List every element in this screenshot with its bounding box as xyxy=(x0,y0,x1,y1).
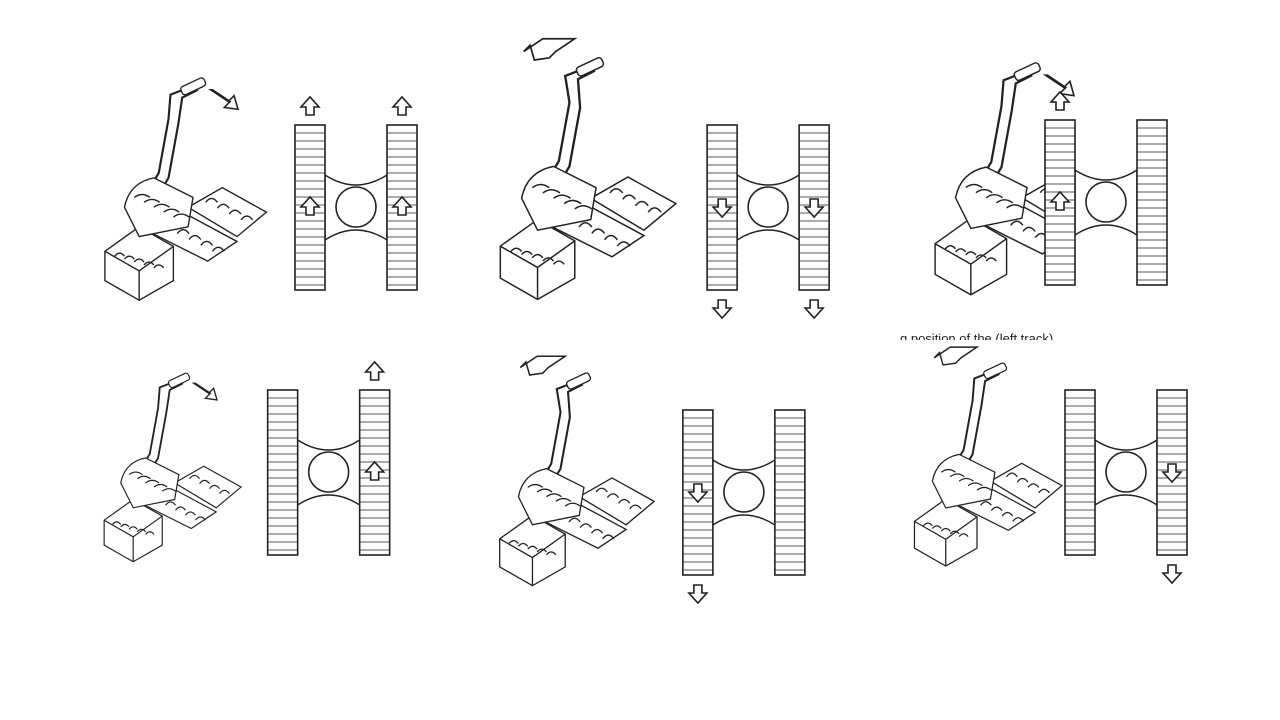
arrow-up-icon xyxy=(363,360,386,381)
arrow-up-icon xyxy=(1049,90,1071,111)
arrow-down-icon xyxy=(1161,564,1183,585)
arrow-down-icon xyxy=(523,37,578,61)
arrow-down-icon xyxy=(803,198,825,219)
arrow-up-icon xyxy=(191,382,218,401)
figure-caption: g position of the (left track) xyxy=(900,331,1054,340)
panel-graphic xyxy=(104,77,418,302)
panel-pivot-left xyxy=(95,360,435,570)
travel-pedal-icon xyxy=(913,346,1064,567)
arrow-down-icon xyxy=(933,346,980,366)
arrow-up-icon xyxy=(391,195,413,216)
panel-graphic xyxy=(103,360,391,563)
arrow-up-icon xyxy=(1049,190,1071,211)
arrow-up-icon xyxy=(391,95,413,116)
arrow-down-icon xyxy=(687,584,709,605)
crawler-track-icon xyxy=(682,409,806,576)
arrow-up-icon xyxy=(363,460,386,481)
arrow-down-icon xyxy=(711,198,733,219)
travel-pedal-icon xyxy=(499,355,656,587)
panel-reverse xyxy=(490,37,860,320)
arrow-up-icon xyxy=(208,89,240,111)
crawler-track-icon xyxy=(1064,389,1188,556)
arrow-up-icon xyxy=(299,95,321,116)
panel-graphic xyxy=(499,37,830,320)
arrow-down-icon xyxy=(519,355,568,376)
arrow-down-icon xyxy=(803,299,825,320)
travel-pedal-icon xyxy=(104,77,268,302)
panel-graphic xyxy=(913,346,1188,585)
travel-pedal-icon xyxy=(103,372,243,563)
arrow-down-icon xyxy=(711,299,733,320)
panel-pivot-right xyxy=(925,55,1185,305)
panel-forward xyxy=(95,70,435,310)
arrow-up-icon xyxy=(1042,74,1076,97)
arrow-down-icon xyxy=(687,483,709,504)
panel-reverse-right xyxy=(905,346,1205,585)
panel-graphic xyxy=(934,62,1168,296)
arrow-down-icon xyxy=(1161,463,1183,484)
travel-pedal-icon xyxy=(499,37,678,301)
arrow-up-icon xyxy=(299,195,321,216)
panel-reverse-left xyxy=(490,355,835,605)
panel-graphic xyxy=(499,355,806,605)
